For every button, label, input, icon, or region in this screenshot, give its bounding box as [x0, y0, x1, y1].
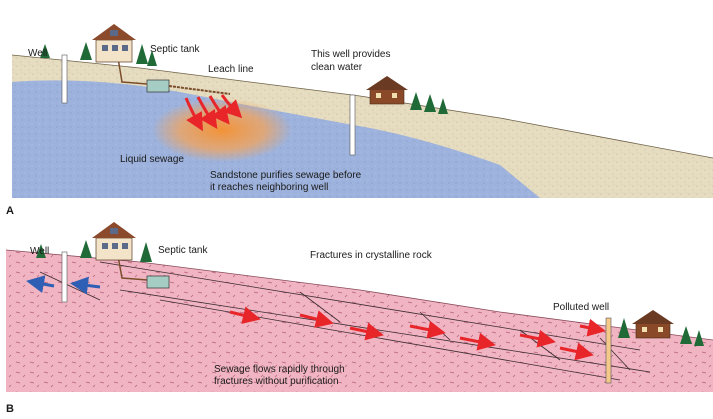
- label-clean-well-1: This well provides: [311, 49, 390, 60]
- label-flows-2: fractures without purification: [214, 376, 339, 387]
- label-well-a: Well: [28, 48, 47, 59]
- left-well-b: [61, 251, 68, 303]
- sewage-arrow: [184, 97, 203, 132]
- label-flows-1: Sewage flows rapidly through: [214, 364, 345, 375]
- clean-water-arrow: [26, 275, 55, 294]
- house-right-b: [632, 310, 674, 339]
- sewage-flow-arrows: [229, 306, 606, 361]
- label-polluted-well: Polluted well: [553, 302, 609, 313]
- label-well-b: Well: [30, 246, 49, 257]
- trees: [40, 42, 448, 114]
- panel-letter-b: B: [6, 403, 14, 415]
- label-clean-well-2: clean water: [311, 62, 363, 73]
- label-septic-tank-b: Septic tank: [158, 245, 208, 256]
- house-left: [92, 24, 136, 63]
- septic-tank-b: [146, 275, 170, 289]
- sewage-arrow: [208, 95, 230, 125]
- house-right: [366, 76, 408, 105]
- label-purifies-2: it reaches neighboring well: [210, 182, 328, 193]
- panel-a: Well Septic tank Leach line This well pr…: [6, 24, 713, 217]
- label-leach-line: Leach line: [208, 64, 254, 75]
- polluted-well: [605, 317, 612, 384]
- label-fractures: Fractures in crystalline rock: [310, 250, 433, 261]
- left-well: [61, 54, 68, 104]
- panel-b: Well Septic tank Fractures in crystallin…: [5, 222, 713, 415]
- clean-well: [349, 94, 356, 156]
- label-septic-tank-a: Septic tank: [150, 44, 200, 55]
- trees-b: [36, 240, 704, 346]
- label-liquid-sewage: Liquid sewage: [120, 154, 184, 165]
- sewage-arrow: [220, 94, 243, 119]
- clean-water-arrow: [70, 276, 101, 295]
- septic-tank: [146, 79, 170, 93]
- leach-line: [168, 85, 231, 95]
- house-left-b: [92, 222, 136, 261]
- label-purifies-1: Sandstone purifies sewage before: [210, 170, 362, 181]
- panel-letter-a: A: [6, 205, 14, 217]
- sewage-plume: [152, 98, 292, 162]
